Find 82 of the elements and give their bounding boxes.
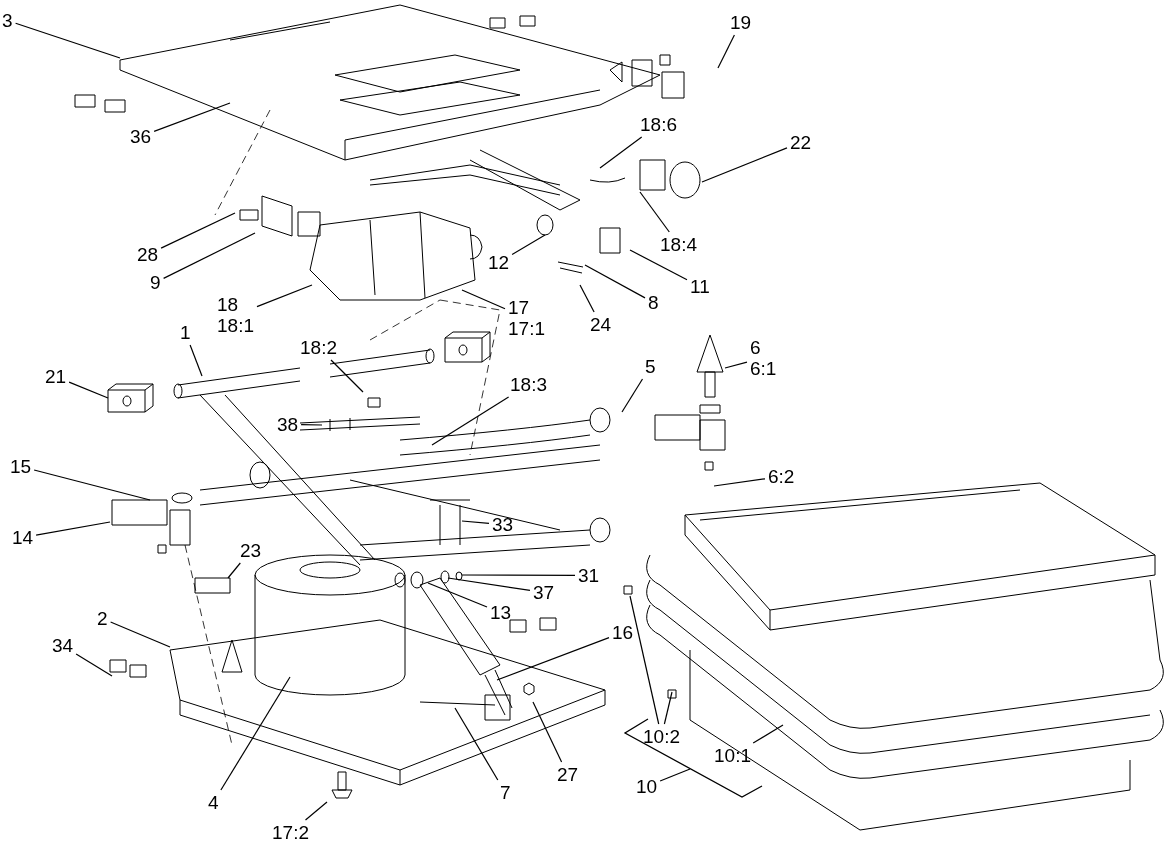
callout-number: 11 bbox=[690, 276, 710, 297]
leader-line bbox=[447, 577, 531, 591]
callout-number: 16 bbox=[612, 622, 634, 643]
leader-line bbox=[427, 582, 488, 608]
leader-line bbox=[461, 520, 490, 524]
callout-number: 12 bbox=[488, 252, 510, 273]
callout-number: 22 bbox=[790, 132, 812, 153]
callout-number: 17:1 bbox=[508, 318, 545, 339]
leader-line bbox=[153, 102, 231, 132]
callout-number: 18:1 bbox=[217, 315, 254, 336]
leader-line bbox=[35, 521, 111, 536]
callout-number: 33 bbox=[492, 514, 514, 535]
leader-line bbox=[629, 249, 688, 281]
leader-line bbox=[75, 653, 113, 677]
leader-line bbox=[461, 574, 576, 576]
leader-line bbox=[461, 289, 506, 310]
leader-line bbox=[511, 234, 546, 256]
leader-line bbox=[532, 701, 563, 763]
leader-line bbox=[496, 637, 610, 681]
leader-line bbox=[454, 707, 499, 781]
leader-line bbox=[629, 595, 660, 725]
callout-number: 18:6 bbox=[640, 114, 677, 135]
callout-number: 7 bbox=[500, 782, 511, 803]
leader-line bbox=[304, 801, 328, 821]
callout-number: 6:2 bbox=[768, 466, 795, 487]
leader-line bbox=[160, 212, 236, 249]
callout-number: 18:2 bbox=[300, 337, 337, 358]
leader-line bbox=[220, 676, 291, 791]
callout-number: 36 bbox=[130, 126, 152, 147]
callout-number: 5 bbox=[645, 356, 656, 377]
callout-number: 14 bbox=[12, 527, 34, 548]
callout-number: 15 bbox=[10, 456, 32, 477]
callout-number: 23 bbox=[240, 540, 262, 561]
leader-line bbox=[713, 478, 766, 487]
leader-line bbox=[189, 344, 203, 377]
leader-line bbox=[110, 621, 171, 648]
leader-line bbox=[163, 232, 256, 279]
leader-line bbox=[663, 691, 673, 725]
callout-number: 31 bbox=[578, 565, 600, 586]
leader-line bbox=[621, 378, 644, 413]
callout-number: 37 bbox=[533, 582, 555, 603]
callout-number: 10 bbox=[636, 776, 658, 797]
callout-number: 6:1 bbox=[750, 358, 777, 379]
callout-number: 3 bbox=[2, 10, 13, 31]
leader-line bbox=[752, 724, 784, 744]
callout-number: 19 bbox=[730, 12, 752, 33]
leader-line bbox=[639, 191, 670, 233]
leader-line bbox=[599, 136, 643, 169]
callout-number: 21 bbox=[45, 366, 67, 387]
leader-line bbox=[717, 34, 735, 69]
callout-number: 1 bbox=[180, 322, 191, 343]
callout-number: 24 bbox=[590, 314, 612, 335]
callout-number: 18 bbox=[217, 294, 239, 315]
leader-line bbox=[659, 768, 691, 782]
leader-line bbox=[33, 469, 151, 501]
callout-number: 10:2 bbox=[643, 726, 680, 747]
leader-line bbox=[68, 381, 109, 399]
leader-line bbox=[300, 424, 323, 426]
leader-line bbox=[15, 22, 121, 59]
leader-line bbox=[431, 396, 510, 446]
callout-number: 13 bbox=[490, 602, 512, 623]
leader-line bbox=[330, 359, 364, 393]
callout-number: 8 bbox=[648, 292, 659, 313]
callout-number: 2 bbox=[97, 608, 108, 629]
callout-number: 17 bbox=[508, 297, 530, 318]
callout-number: 28 bbox=[137, 244, 159, 265]
callout-number: 4 bbox=[208, 792, 219, 813]
leader-line bbox=[701, 147, 788, 183]
callout-number: 9 bbox=[150, 272, 161, 293]
callout-number: 18:4 bbox=[660, 234, 697, 255]
leader-line bbox=[584, 264, 646, 299]
leader-line bbox=[227, 562, 241, 579]
callout-number: 38 bbox=[277, 414, 299, 435]
callout-number: 6 bbox=[750, 337, 761, 358]
leader-line bbox=[256, 284, 313, 308]
callout-number: 27 bbox=[557, 764, 579, 785]
leader-line bbox=[579, 284, 595, 313]
callout-number: 34 bbox=[52, 635, 74, 656]
leader-line bbox=[724, 361, 748, 369]
callout-number: 17:2 bbox=[272, 822, 309, 843]
callout-number: 18:3 bbox=[510, 374, 547, 395]
callout-number: 10:1 bbox=[714, 745, 751, 766]
